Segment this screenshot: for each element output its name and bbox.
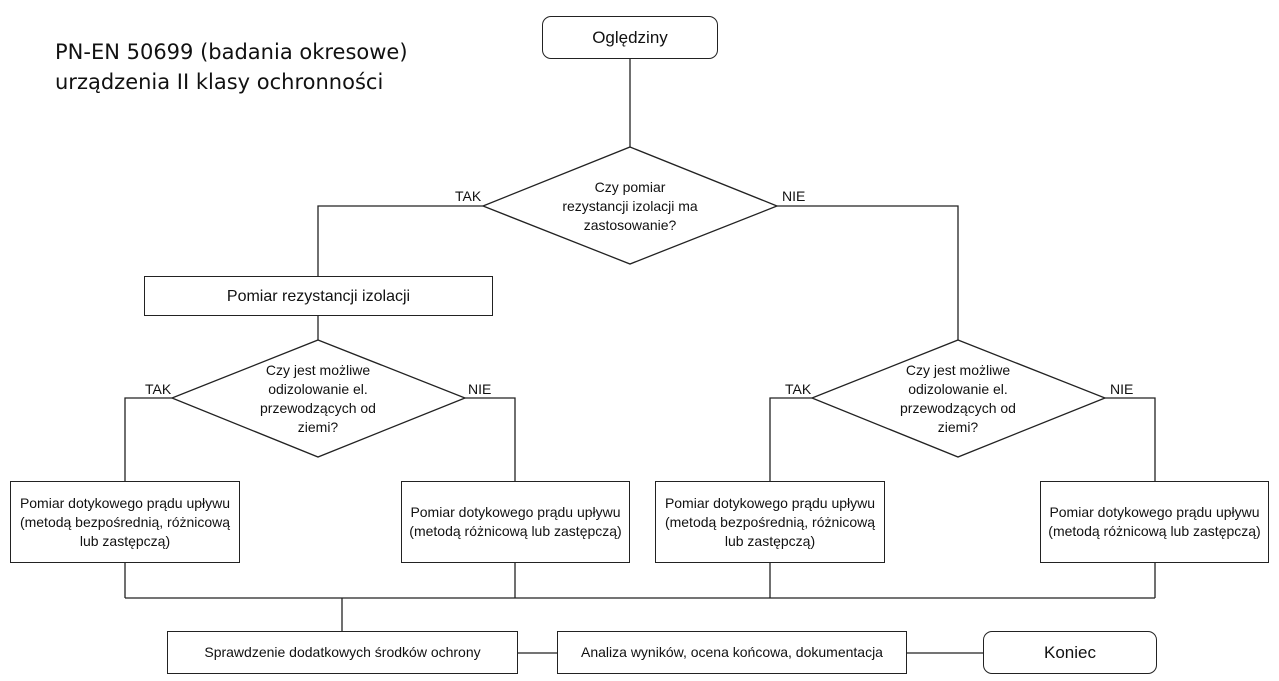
process-insulation-measurement: Pomiar rezystancji izolacji [144,276,493,316]
leak-direct-right-line2: (metodą bezpośrednią, różnicową lub zast… [664,513,876,549]
edge-label-right-no: NIE [1110,381,1134,397]
leak-diff-right-line2: (metodą różnicową lub zastępczą) [1048,523,1261,539]
process-analysis: Analiza wyników, ocena końcowa, dokument… [557,631,907,674]
diagram-title: PN-EN 50699 (badania okresowe) urządzeni… [55,37,408,97]
process-leak-direct-right: Pomiar dotykowego prądu upływu (metodą b… [655,481,885,563]
connector-left-no [465,397,516,481]
process-leak-diff-left: Pomiar dotykowego prądu upływu (metodą r… [401,481,630,563]
end-node: Koniec [983,631,1157,674]
diagram-title-line2: urządzenia II klasy ochronności [55,70,384,94]
edge-label-top-no: NIE [782,188,806,204]
decision-isolation-right-text: Czy jest możliwe odizolowanie el. przewo… [900,362,1016,435]
connector-top-no [777,205,959,340]
leak-direct-left-line1: Pomiar dotykowego prądu upływu [19,494,231,511]
decision-diamond-insulation [481,146,779,265]
connector-right-yes [769,397,812,481]
decision-diamond-isolation-right [810,339,1107,458]
leak-direct-right-line1: Pomiar dotykowego prądu upływu [664,494,876,511]
edge-label-left-no: NIE [468,381,492,397]
process-leak-direct-left: Pomiar dotykowego prądu upływu (metodą b… [10,481,240,563]
connector-left-yes [124,397,172,481]
connector-top-yes [317,205,483,276]
leak-diff-left-line1: Pomiar dotykowego prądu upływu [410,504,621,520]
start-node: Oględziny [542,16,718,59]
edge-label-top-yes: TAK [455,188,482,204]
decision-isolation-left-text: Czy jest możliwe odizolowanie el. przewo… [260,362,376,435]
process-leak-diff-right: Pomiar dotykowego prądu upływu (metodą r… [1040,481,1269,563]
decision-diamond-isolation-left [170,339,467,458]
leak-diff-left-line2: (metodą różnicową lub zastępczą) [409,523,622,539]
connector-right-no [1105,397,1156,481]
process-additional-protection: Sprawdzenie dodatkowych środków ochrony [167,631,518,674]
decision-insulation-text: Czy pomiar rezystancji izolacji ma zasto… [562,178,698,233]
edge-label-right-yes: TAK [785,381,812,397]
diagram-title-line1: PN-EN 50699 (badania okresowe) [55,40,408,64]
edge-label-left-yes: TAK [145,381,172,397]
leak-diff-right-line1: Pomiar dotykowego prądu upływu [1049,504,1260,520]
leak-direct-left-line2: (metodą bezpośrednią, różnicową lub zast… [19,513,231,549]
